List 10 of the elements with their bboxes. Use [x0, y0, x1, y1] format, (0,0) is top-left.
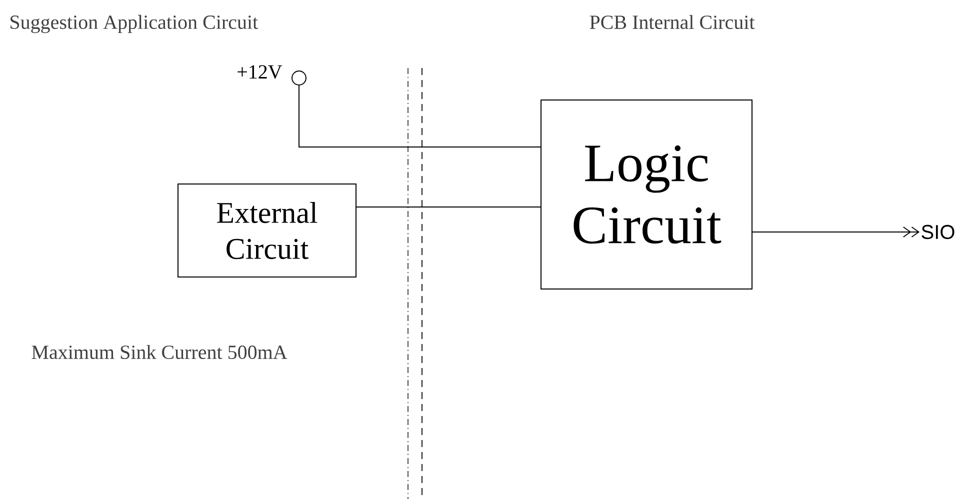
voltage-label: +12V [238, 65, 282, 79]
section-label: Maximum Sink Current 500mA [32, 344, 288, 360]
process-box: External Circuit [178, 184, 356, 278]
signal-label: SIO [922, 224, 954, 240]
wire [298, 85, 541, 148]
arrow [752, 226, 920, 238]
process-box: Logic Circuit [540, 100, 752, 290]
section-label: PCB Internal Circuit [590, 14, 755, 30]
section-label: Suggestion Application Circuit [10, 14, 258, 34]
wire [356, 206, 541, 208]
